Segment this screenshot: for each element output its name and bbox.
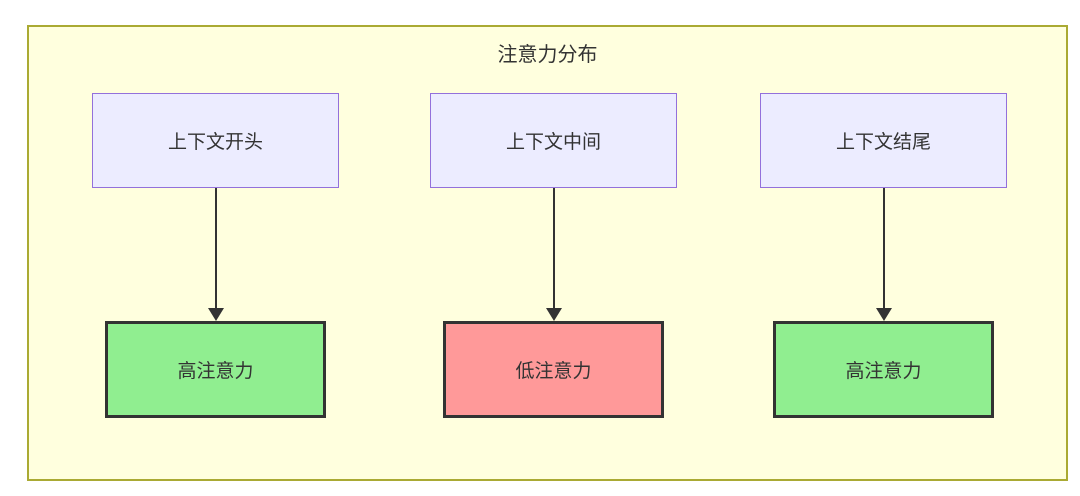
node-context-start-label: 上下文开头 <box>167 132 263 153</box>
arrow-line <box>552 188 555 308</box>
arrow-head-icon <box>545 308 562 321</box>
node-context-middle: 上下文中间 <box>430 93 677 188</box>
node-context-end-label: 上下文结尾 <box>835 132 931 153</box>
node-context-middle-label: 上下文中间 <box>505 132 601 153</box>
arrow-head-icon <box>207 308 224 321</box>
node-high-attention-left-label: 高注意力 <box>177 361 254 382</box>
arrow-context-middle <box>545 188 562 321</box>
node-low-attention-middle: 低注意力 <box>443 321 664 418</box>
arrow-line <box>882 188 885 308</box>
flow-column-context-end: 上下文结尾 高注意力 <box>760 93 1007 418</box>
node-high-attention-left: 高注意力 <box>105 321 326 418</box>
arrow-line <box>214 188 217 308</box>
node-context-end: 上下文结尾 <box>760 93 1007 188</box>
node-high-attention-right-label: 高注意力 <box>845 361 922 382</box>
node-context-start: 上下文开头 <box>92 93 339 188</box>
arrow-context-end <box>875 188 892 321</box>
attention-distribution-group: 注意力分布 上下文开头 高注意力 上下文中间 低注意力 <box>27 25 1068 481</box>
arrow-context-start <box>207 188 224 321</box>
diagram-title: 注意力分布 <box>497 44 598 66</box>
flow-column-context-middle: 上下文中间 低注意力 <box>430 93 677 418</box>
node-high-attention-right: 高注意力 <box>773 321 994 418</box>
node-low-attention-middle-label: 低注意力 <box>515 361 592 382</box>
flow-column-context-start: 上下文开头 高注意力 <box>92 93 339 418</box>
arrow-head-icon <box>875 308 892 321</box>
